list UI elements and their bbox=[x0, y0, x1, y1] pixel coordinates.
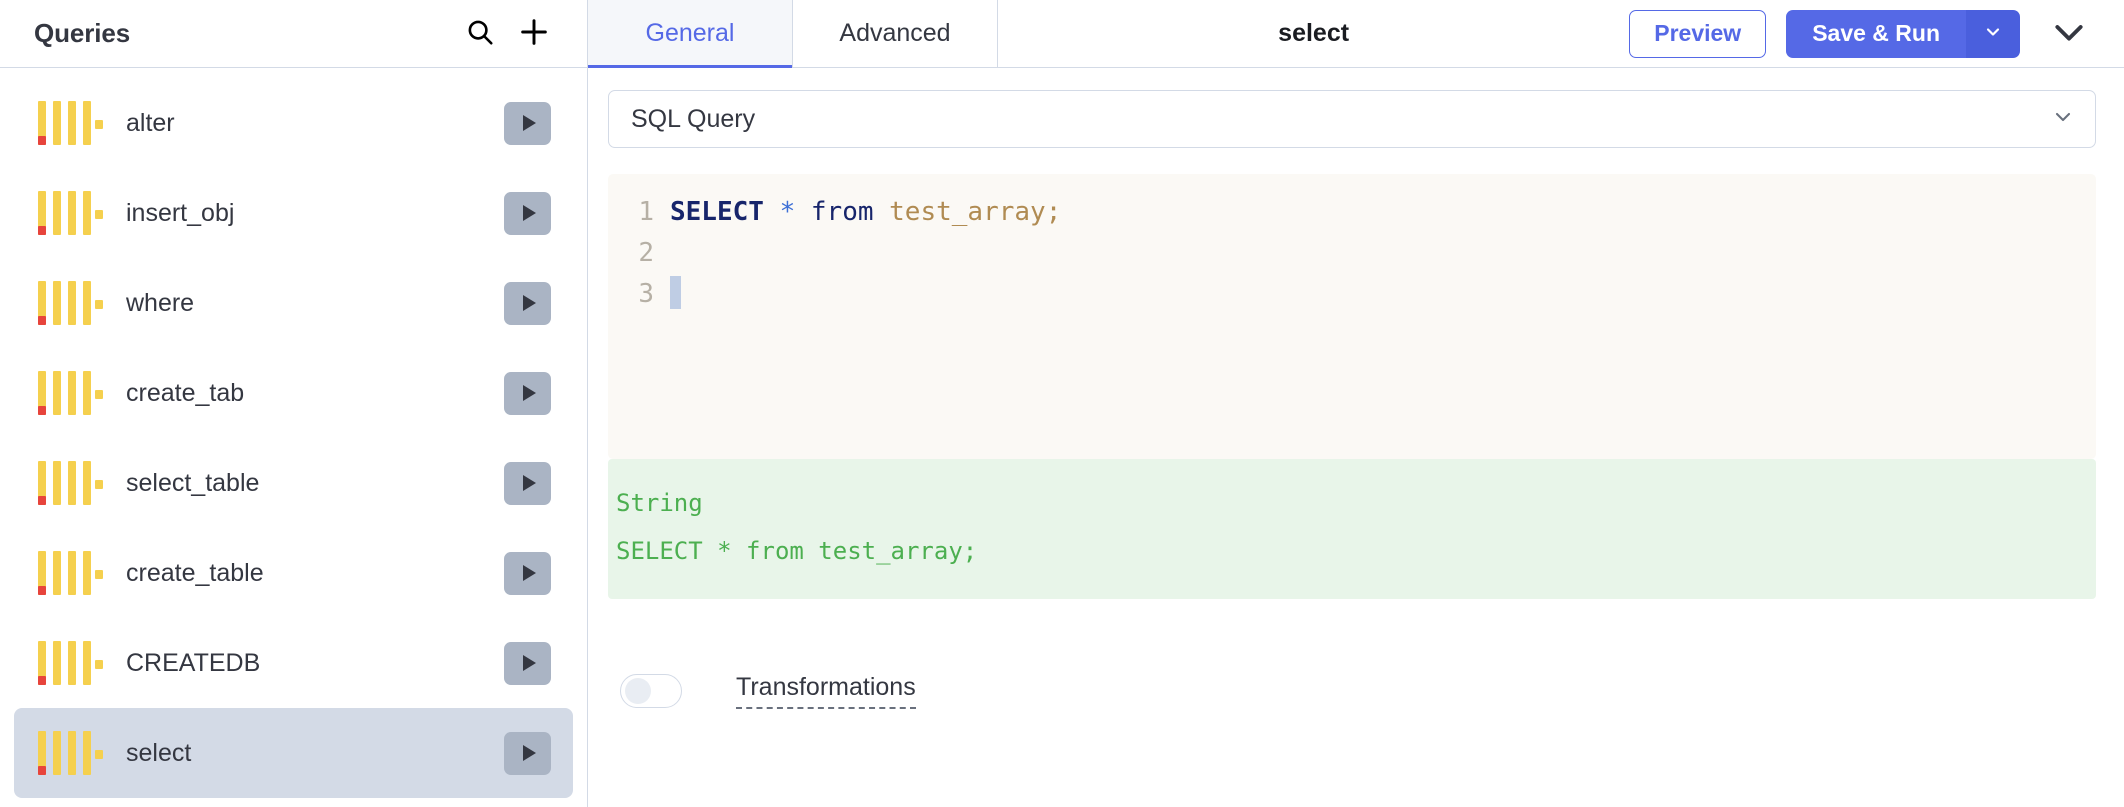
chevron-down-icon bbox=[1983, 22, 2003, 45]
list-item[interactable]: CREATEDB bbox=[14, 618, 573, 708]
sql-query-icon bbox=[38, 641, 103, 685]
code-content bbox=[670, 274, 681, 315]
query-name: create_table bbox=[126, 558, 264, 587]
sql-space-token bbox=[764, 197, 780, 227]
document-title: select bbox=[1278, 19, 1350, 47]
sql-query-icon bbox=[38, 371, 103, 415]
code-line: 2 bbox=[608, 233, 2096, 274]
query-name: CREATEDB bbox=[126, 648, 261, 677]
run-query-button[interactable] bbox=[504, 731, 551, 775]
search-icon bbox=[465, 17, 495, 50]
play-icon bbox=[522, 565, 536, 581]
run-query-button[interactable] bbox=[504, 101, 551, 145]
run-query-button[interactable] bbox=[504, 461, 551, 505]
result-value: SELECT * from test_array; bbox=[616, 537, 978, 565]
add-query-button[interactable] bbox=[507, 7, 561, 61]
sql-query-icon bbox=[38, 101, 103, 145]
list-item[interactable]: create_tab bbox=[14, 348, 573, 438]
transformations-row: Transformations bbox=[608, 673, 2096, 709]
query-name: where bbox=[126, 288, 195, 317]
list-item[interactable]: create_table bbox=[14, 528, 573, 618]
chevron-down-icon bbox=[2051, 105, 2075, 134]
transformations-label[interactable]: Transformations bbox=[736, 673, 916, 709]
queries-sidebar: Queries bbox=[0, 0, 588, 807]
toolbar-spacer-right bbox=[1349, 0, 1629, 67]
play-icon bbox=[522, 295, 536, 311]
run-query-button[interactable] bbox=[504, 281, 551, 325]
save-run-button-group: Save & Run bbox=[1786, 9, 2021, 58]
play-icon bbox=[522, 205, 536, 221]
code-line: 1 SELECT * from test_array; bbox=[608, 192, 2096, 233]
tab-general[interactable]: General bbox=[588, 0, 793, 68]
list-item[interactable]: where bbox=[14, 258, 573, 348]
query-result-panel: String SELECT * from test_array; bbox=[608, 459, 2096, 599]
collapse-panel-button[interactable] bbox=[2040, 5, 2098, 63]
list-item-selected[interactable]: select bbox=[14, 708, 573, 798]
play-icon bbox=[522, 745, 536, 761]
run-query-button[interactable] bbox=[504, 371, 551, 415]
play-icon bbox=[522, 475, 536, 491]
sql-from-token: from bbox=[795, 197, 890, 227]
line-number: 1 bbox=[638, 197, 654, 227]
text-cursor bbox=[670, 276, 681, 309]
play-icon bbox=[522, 385, 536, 401]
save-run-dropdown-button[interactable] bbox=[1966, 9, 2021, 58]
sidebar-header: Queries bbox=[0, 0, 587, 68]
query-detail-panel: General Advanced select Preview Save & R… bbox=[588, 0, 2124, 807]
query-name: insert_obj bbox=[126, 198, 235, 227]
plus-icon bbox=[518, 16, 550, 51]
sql-query-icon bbox=[38, 731, 103, 775]
list-item[interactable]: alter bbox=[14, 78, 573, 168]
queries-list: alter insert_obj bbox=[0, 68, 587, 807]
page-title: Queries bbox=[34, 18, 131, 48]
query-type-value: SQL Query bbox=[631, 104, 756, 133]
detail-body: SQL Query 1 SELECT * from test_array; 2 bbox=[588, 68, 2124, 807]
preview-button[interactable]: Preview bbox=[1629, 9, 1767, 58]
run-query-button[interactable] bbox=[504, 551, 551, 595]
sql-operator-token: * bbox=[779, 197, 796, 227]
sql-keyword-token: SELECT bbox=[670, 197, 764, 227]
sql-identifier-token: test_array; bbox=[889, 197, 1062, 227]
run-query-button[interactable] bbox=[504, 641, 551, 685]
chevron-down-icon bbox=[2049, 12, 2089, 55]
query-name: select bbox=[126, 738, 192, 767]
sql-query-icon bbox=[38, 191, 103, 235]
query-type-select[interactable]: SQL Query bbox=[608, 90, 2096, 148]
query-name: create_tab bbox=[126, 378, 245, 407]
sql-query-icon bbox=[38, 551, 103, 595]
run-query-button[interactable] bbox=[504, 191, 551, 235]
code-line: 3 bbox=[608, 274, 2096, 315]
search-button[interactable] bbox=[453, 7, 507, 61]
sql-code-editor[interactable]: 1 SELECT * from test_array; 2 3 bbox=[608, 174, 2096, 459]
code-content: SELECT * from test_array; bbox=[670, 192, 1061, 233]
sql-query-icon bbox=[38, 281, 103, 325]
tab-advanced[interactable]: Advanced bbox=[793, 0, 998, 67]
line-number: 2 bbox=[638, 238, 654, 268]
play-icon bbox=[522, 115, 536, 131]
list-item[interactable]: insert_obj bbox=[14, 168, 573, 258]
query-name: select_table bbox=[126, 468, 260, 497]
toolbar-actions: Preview Save & Run bbox=[1629, 0, 2124, 67]
result-type-label: String bbox=[616, 489, 703, 517]
detail-toolbar: General Advanced select Preview Save & R… bbox=[588, 0, 2124, 68]
transformations-toggle[interactable] bbox=[620, 674, 682, 708]
toggle-knob bbox=[625, 678, 651, 704]
save-run-button[interactable]: Save & Run bbox=[1786, 9, 1967, 58]
list-item[interactable]: select_table bbox=[14, 438, 573, 528]
query-name: alter bbox=[126, 108, 175, 137]
play-icon bbox=[522, 655, 536, 671]
sql-query-icon bbox=[38, 461, 103, 505]
toolbar-spacer-left bbox=[998, 0, 1278, 67]
line-number: 3 bbox=[638, 279, 654, 309]
